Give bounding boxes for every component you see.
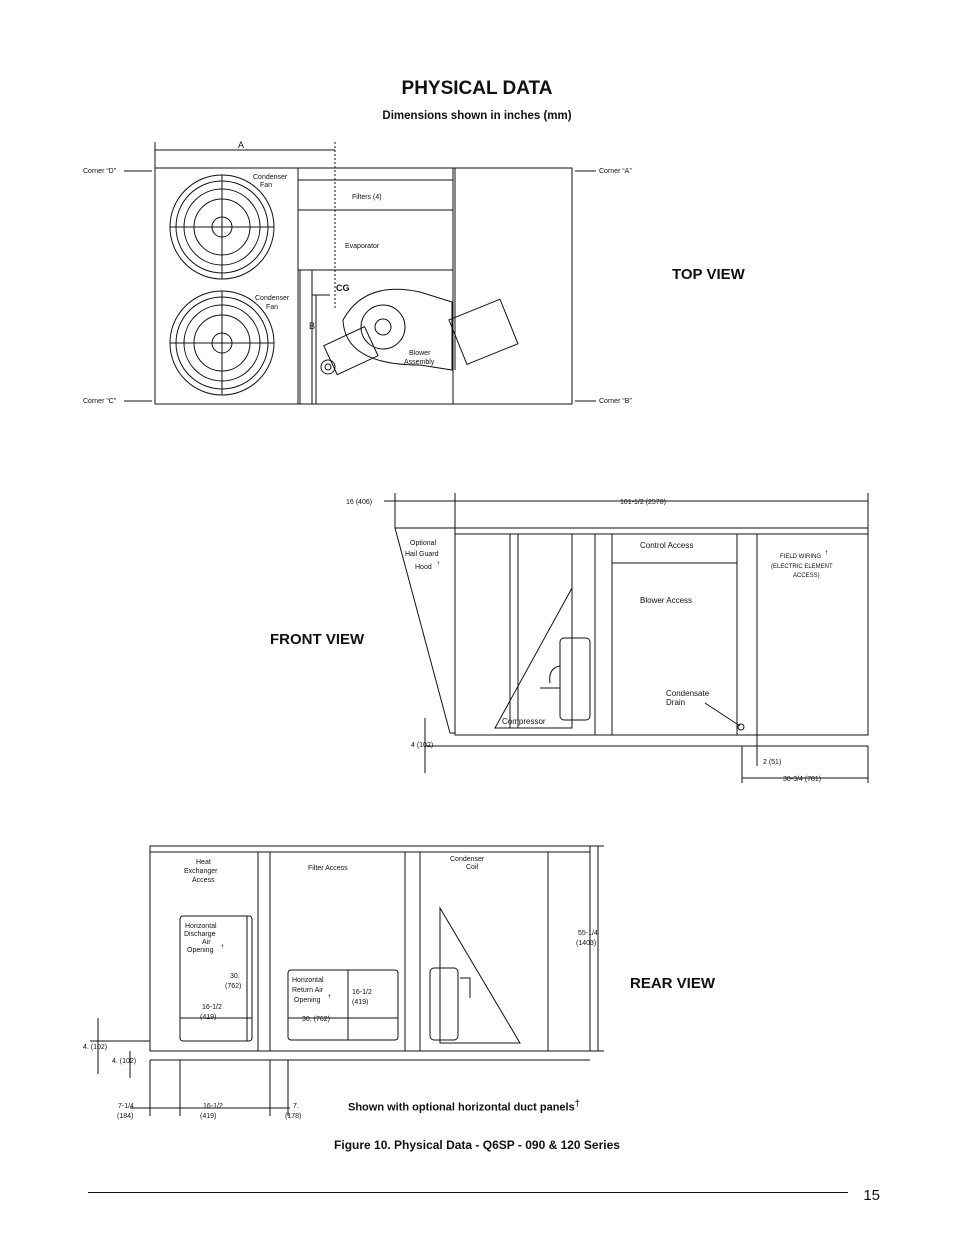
corner-c-label: Corner “C” <box>83 398 117 405</box>
duct-panels-dagger: † <box>574 1098 580 1108</box>
page-title: PHYSICAL DATA <box>401 78 553 99</box>
compressor-icon <box>429 967 471 1041</box>
cg-label: CG <box>336 283 350 293</box>
hail-guard-hood <box>394 527 456 734</box>
dim-length-label: 101-1/2 (2578) <box>620 499 666 506</box>
control-access-label: Control Access <box>640 541 693 550</box>
dim-return-h-label: 16-1/2 <box>352 989 372 996</box>
dim-return-h-label-2: (419) <box>352 999 368 1006</box>
heat-exchanger-label: Heat <box>196 859 211 866</box>
hood-label-3: Hood <box>415 564 432 571</box>
dim-hood-label: 16 (406) <box>346 499 372 506</box>
front-view-drawing: 16 (406) 101-1/2 (2578) Optional Hail Gu… <box>346 493 869 783</box>
filter-access-label: Filter Access <box>308 865 348 872</box>
compressor-icon <box>540 637 591 721</box>
rear-view-drawing: Heat Exchanger Access Filter Access Cond… <box>83 845 604 1120</box>
condensate-drain-label: Condensate <box>666 689 710 698</box>
discharge-dagger: † <box>221 944 224 950</box>
blower-assembly-icon <box>320 288 519 376</box>
dim-30-label: 30. <box>230 973 240 980</box>
dim-16-label: 16-1/2 <box>202 1004 222 1011</box>
dim-a-label: A <box>238 140 244 150</box>
compressor-label: Compressor <box>502 717 546 726</box>
dim-drain-label: 2 (51) <box>763 759 781 766</box>
discharge-label-1: Horizontal <box>185 923 217 930</box>
hood-label-1: Optional <box>410 540 437 547</box>
dim-16b-label-2: (419) <box>200 1113 216 1120</box>
dim-7-label: 7. <box>293 1103 299 1110</box>
evaporator-label: Evaporator <box>345 243 380 250</box>
page-number: 15 <box>863 1187 880 1204</box>
front-view-label: FRONT VIEW <box>270 631 365 648</box>
corner-d-label: Corner “D” <box>83 168 117 175</box>
dim-height-label-2: (1403) <box>576 940 596 947</box>
heat-exchanger-label-3: Access <box>192 877 215 884</box>
field-wiring-dagger: † <box>825 550 828 556</box>
duct-panels-note-text: Shown with optional horizontal duct pane… <box>348 1101 575 1114</box>
dim-4-left-label: 4. (102) <box>83 1044 107 1051</box>
condenser-fan-icon <box>169 174 275 280</box>
dimensions-note: Dimensions shown in inches (mm) <box>382 110 572 122</box>
blower-label-2: Assembly <box>404 359 435 366</box>
blower-label: Blower <box>409 350 431 357</box>
top-view-label: TOP VIEW <box>672 266 745 283</box>
field-wiring-label-3: ACCESS) <box>793 573 820 579</box>
discharge-opening <box>179 915 253 1042</box>
discharge-label-4: Opening <box>187 947 214 954</box>
blower-access-label: Blower Access <box>640 596 692 605</box>
corner-b-label: Corner “B” <box>599 398 632 405</box>
dim-7q-label-2: (184) <box>117 1113 133 1120</box>
duct-panels-note: Shown with optional horizontal duct pane… <box>348 1098 580 1114</box>
footer-rule <box>88 1192 848 1193</box>
condenser-fan-icon <box>169 290 275 396</box>
hood-label-2: Hail Guard <box>405 551 439 558</box>
condenser-fan-top-label-2: Fan <box>260 182 272 189</box>
dim-height-label: 55-1/4 <box>578 930 598 937</box>
dim-7q-label: 7-1/4 <box>118 1103 134 1110</box>
discharge-label-2: Discharge <box>184 931 216 938</box>
return-label-3: Opening <box>294 997 321 1004</box>
field-wiring-label-2: (ELECTRIC ELEMENT <box>771 564 833 570</box>
dim-4-inner-label: 4. (102) <box>112 1058 136 1065</box>
return-dagger: † <box>328 994 331 1000</box>
condensate-drain-label-2: Drain <box>666 698 685 707</box>
dim-b-label: B <box>309 321 315 331</box>
dim-30-label-2: (762) <box>225 983 241 990</box>
condenser-coil-label: Condenser <box>450 856 485 863</box>
condenser-fan-top-label: Condenser <box>253 174 288 181</box>
rear-view-label: REAR VIEW <box>630 975 716 992</box>
discharge-label-3: Air <box>202 939 211 946</box>
condenser-fan-bottom-label-2: Fan <box>266 304 278 311</box>
condenser-coil-label-2: Coil <box>466 864 479 871</box>
dim-30-horiz-label: 30. (762) <box>302 1016 330 1023</box>
figure-caption: Figure 10. Physical Data - Q6SP - 090 & … <box>334 1138 620 1152</box>
dim-16-label-2: (419) <box>200 1014 216 1021</box>
dim-base-label: 4 (102) <box>411 742 433 749</box>
return-label-2: Return Air <box>292 987 324 994</box>
hood-dagger: † <box>437 561 440 567</box>
top-view-drawing: A Corner “D” Corner “A” Corner “C” Corne… <box>83 140 632 405</box>
dim-7-label-2: (178) <box>285 1113 301 1120</box>
top-view-outline <box>154 167 573 405</box>
dim-16b-label: 16-1/2 <box>203 1103 223 1110</box>
dim-width-label: 30-3/4 (781) <box>783 776 821 783</box>
field-wiring-label: FIELD WIRING <box>780 554 821 560</box>
filters-label: Filters (4) <box>352 194 382 201</box>
condenser-fan-bottom-label: Condenser <box>255 295 290 302</box>
heat-exchanger-label-2: Exchanger <box>184 868 218 875</box>
corner-a-label: Corner “A” <box>599 168 632 175</box>
return-label-1: Horizontal <box>292 977 324 984</box>
return-opening <box>287 969 399 1041</box>
